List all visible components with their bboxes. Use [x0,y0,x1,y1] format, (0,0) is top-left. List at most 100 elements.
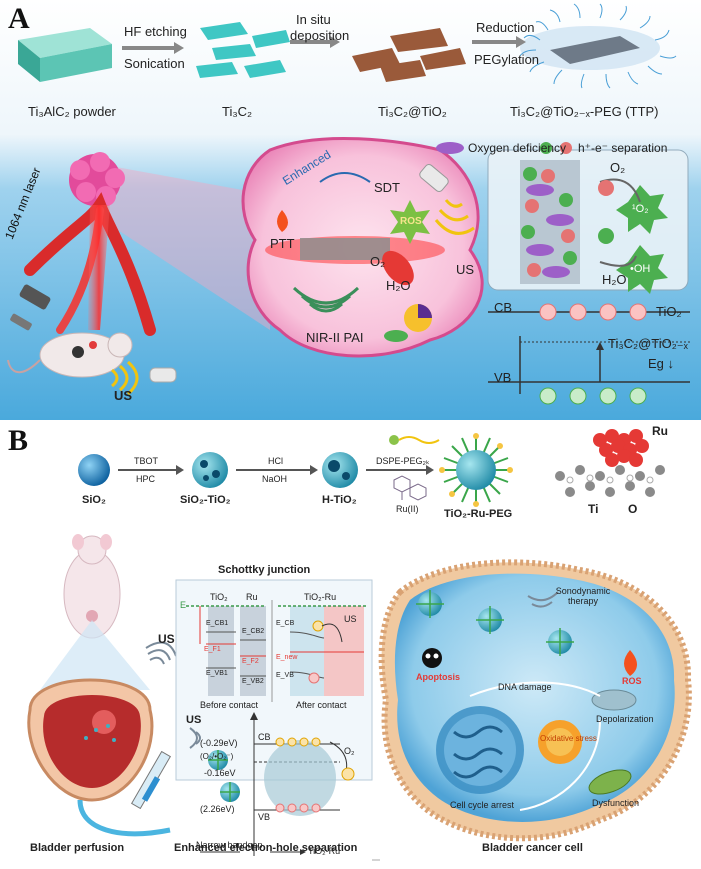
energy-cb-value: (-0.29eV) [200,738,238,748]
band-diagram [488,303,690,405]
material-ti3alc2: Ti₃AlC₂ powder [28,104,116,119]
panel-a: A [0,0,701,420]
defect-markers [521,167,577,278]
lattice-ti: Ti [588,502,599,516]
synthesis-tio2-ru-peg: TiO₂-Ru-PEG [444,508,513,520]
material-ti3c2: Ti₃C₂ [222,104,253,119]
synthesis-illustrations-a [18,3,677,89]
arrow3-top: DSPE-PEG₂ₖ [376,456,430,466]
schottky-ecb1: E_CB1 [206,620,229,627]
arrow2-top: HCl [268,456,283,466]
us-label-left: US [114,388,133,403]
arrow1-top: TBOT [134,456,158,466]
schottky-title: Schottky junction [218,564,311,576]
sio2-tio2-sphere [192,452,228,488]
us-transducer-mid [419,164,475,235]
cell-pai: NIR-II PAI [306,330,364,345]
arrow3-bottom: Ru(II) [396,504,419,514]
tio2-ru-peg-particle [439,433,513,507]
energy-vb: VB [258,812,271,822]
lattice-ru: Ru [652,424,668,438]
energy-vb-value: (2.26eV) [200,804,235,814]
bladder-us: US [158,632,175,646]
step1-label-top: HF etching [124,24,187,39]
caption-bladder-cancer-cell: Bladder cancer cell [482,842,583,854]
mouse [7,332,133,378]
schottky-evb2: E_VB2 [242,678,264,685]
panel-b: B [0,420,701,869]
step3-label-top: Reduction [476,20,535,35]
ros-star [390,200,430,244]
lattice-o: O [628,502,638,516]
cancer-depolarization: Depolarization [596,714,654,724]
cancer-dna-damage: DNA damage [498,682,552,692]
caption-electron-hole: Enhanced electron-hole separation [174,842,358,854]
material-ti3c2-tio2: Ti₃C₂@TiO₂ [378,104,447,119]
schottky-before: Before contact [200,700,259,710]
schottky-before [186,605,266,696]
cancer-cell-cycle-arrest: Cell cycle arrest [450,800,515,810]
energy-o2-pair: (O₂/•O₂⁻) [200,752,234,761]
schottky-after: After contact [296,700,347,710]
energy-result: TiO₂-Ru [308,846,341,856]
arrow1-bottom: HPC [136,474,156,484]
cancer-sono: Sonodynamic therapy [555,586,611,606]
us-waves-left [111,360,139,396]
synthesis-sio2: SiO₂ [82,494,106,506]
legend-separation: h⁺-e⁻ separation [578,141,668,155]
cell-o2: O₂ [370,254,386,269]
cancer-dysfunction: Dysfunction [592,798,640,808]
schottky-ru: Ru [246,592,258,602]
cell-sdt: SDT [374,180,400,195]
sio2-sphere [78,454,110,486]
schottky-ef2: E_F2 [242,658,259,665]
schottky-tio2: TiO₂ [210,592,228,602]
ttp-sheet [519,3,677,89]
legend-oxygen-deficiency: Oxygen deficiency [468,141,567,155]
arrow2-bottom: NaOH [262,474,288,484]
schottky-ecb2: E_CB2 [242,628,265,635]
energy-cb: CB [258,732,271,742]
step2-label-top: In situ [296,12,331,27]
panel-b-letter: B [8,424,29,457]
synthesis-illustrations-b [78,429,665,507]
band-tio2: TiO₂ [656,304,682,319]
mechanism-illustration-a [7,136,690,405]
cancer-ros: ROS [622,676,642,686]
bladder-illustration [27,534,692,861]
panel-a-letter: A [8,2,30,35]
us-label-mid: US [456,262,475,277]
schottky-enew: E_new [276,654,298,661]
energy-us: US [186,714,202,726]
mech-h2o: H₂O [602,272,627,287]
synthesis-arrows-a [122,36,526,54]
ti3alc2-block [18,28,112,82]
schottky-evb: E_VB [276,672,294,679]
step2-label-bottom: deposition [290,28,350,43]
schottky-ecb: E_CB [276,620,295,627]
lattice [555,429,665,497]
step1-label-bottom: Sonication [124,56,185,71]
cell-ros: ROS [400,216,422,227]
band-vb: VB [494,370,512,385]
step3-label-bottom: PEGylation [474,52,540,67]
cancer-apoptosis: Apoptosis [416,672,460,682]
caption-bladder-perfusion: Bladder perfusion [30,842,125,854]
schottky-evac: E [180,600,187,610]
mech-oh: •OH [630,263,651,275]
cancer-oxidative-stress: Oxidative stress [540,734,597,743]
cell-h2o: H₂O [386,278,411,293]
mech-o2: O₂ [610,160,626,175]
energy-diagram [189,712,355,856]
bladder-mouse [63,534,121,639]
schottky-after [278,605,366,696]
ti3c2-sheets [196,22,290,78]
band-cb: CB [494,300,513,315]
synthesis-sio2-tio2: SiO₂-TiO₂ [180,494,231,506]
energy-o2: O₂ [344,746,355,756]
cell-ptt: PTT [270,236,295,251]
cancer-cell [378,559,692,842]
laser-device [10,284,51,331]
schottky-ef1: E_F1 [204,646,221,653]
energy-mid-value: -0.16eV [204,768,236,778]
